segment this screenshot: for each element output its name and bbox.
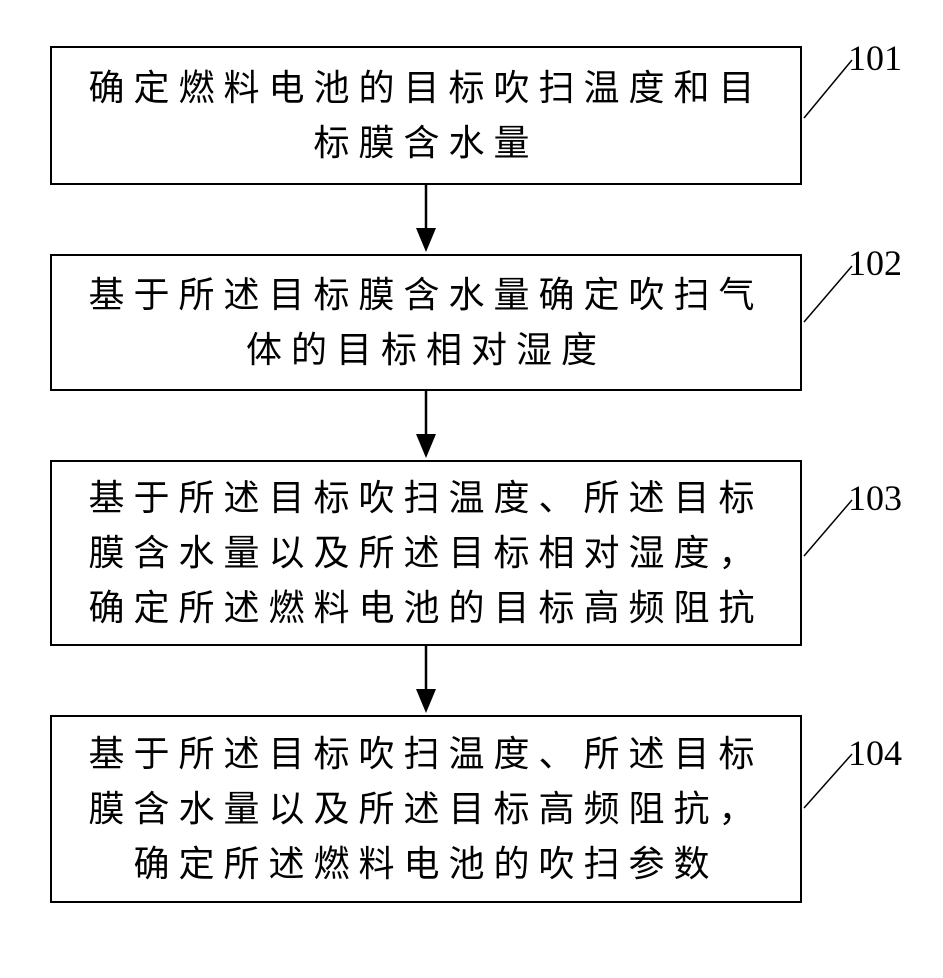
step-line: 标膜含水量 bbox=[88, 116, 763, 171]
leader-line-103 bbox=[804, 500, 852, 556]
leader-line-104 bbox=[804, 754, 852, 808]
step-line: 膜含水量以及所述目标相对湿度， bbox=[88, 526, 763, 581]
flow-arrow-101-102 bbox=[416, 185, 436, 252]
step-label-103: 103 bbox=[848, 480, 902, 516]
step-label-104: 104 bbox=[848, 735, 902, 771]
step-line: 确定燃料电池的目标吹扫温度和目 bbox=[88, 61, 763, 116]
step-label-101: 101 bbox=[848, 40, 902, 76]
step-line: 体的目标相对湿度 bbox=[88, 323, 763, 378]
leader-line-102 bbox=[804, 266, 852, 322]
step-line: 膜含水量以及所述目标高频阻抗， bbox=[88, 782, 763, 837]
step-text-103: 基于所述目标吹扫温度、所述目标 膜含水量以及所述目标相对湿度， 确定所述燃料电池… bbox=[78, 471, 773, 636]
step-line: 确定所述燃料电池的目标高频阻抗 bbox=[88, 581, 763, 636]
step-box-103: 基于所述目标吹扫温度、所述目标 膜含水量以及所述目标相对湿度， 确定所述燃料电池… bbox=[50, 460, 802, 646]
leader-line-101 bbox=[804, 60, 852, 118]
step-text-102: 基于所述目标膜含水量确定吹扫气 体的目标相对湿度 bbox=[78, 268, 773, 378]
flow-arrow-102-103 bbox=[416, 391, 436, 458]
step-text-104: 基于所述目标吹扫温度、所述目标 膜含水量以及所述目标高频阻抗， 确定所述燃料电池… bbox=[78, 727, 773, 892]
step-box-102: 基于所述目标膜含水量确定吹扫气 体的目标相对湿度 bbox=[50, 254, 802, 391]
step-box-104: 基于所述目标吹扫温度、所述目标 膜含水量以及所述目标高频阻抗， 确定所述燃料电池… bbox=[50, 715, 802, 903]
step-line: 基于所述目标吹扫温度、所述目标 bbox=[88, 471, 763, 526]
step-label-102: 102 bbox=[848, 245, 902, 281]
step-line: 确定所述燃料电池的吹扫参数 bbox=[88, 837, 763, 892]
step-line: 基于所述目标吹扫温度、所述目标 bbox=[88, 727, 763, 782]
step-line: 基于所述目标膜含水量确定吹扫气 bbox=[88, 268, 763, 323]
flow-arrow-103-104 bbox=[416, 646, 436, 713]
step-text-101: 确定燃料电池的目标吹扫温度和目 标膜含水量 bbox=[78, 61, 773, 171]
step-box-101: 确定燃料电池的目标吹扫温度和目 标膜含水量 bbox=[50, 46, 802, 185]
